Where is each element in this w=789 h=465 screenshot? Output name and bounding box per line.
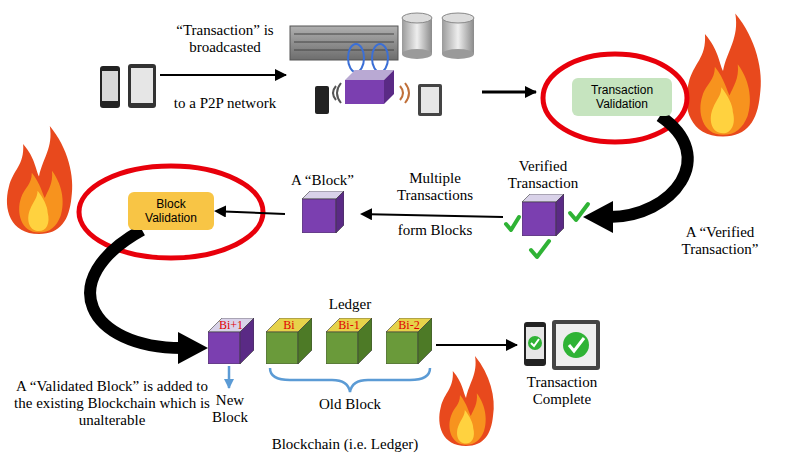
- annotation: “Transaction” is broadcasted: [160, 22, 290, 56]
- node-label: A “Block”: [285, 172, 360, 189]
- annotation: Multiple Transactions: [385, 170, 485, 204]
- annotation: Blockchain (i.e. Ledger): [250, 436, 440, 453]
- complete-arrow: [436, 344, 517, 346]
- flow-arrow: [370, 214, 503, 217]
- new-block-pointer: [228, 366, 231, 388]
- node-label: Transaction Validation: [576, 83, 668, 111]
- ledger-block: Bi-1: [326, 318, 372, 364]
- ledger-block: Bi+1: [208, 318, 254, 364]
- flow-arrow: [224, 211, 285, 214]
- p2p-network: [290, 13, 474, 116]
- node-label: Block Validation: [132, 197, 210, 225]
- annotation: Ledger: [310, 296, 390, 313]
- ledger-block: Bi-2: [386, 318, 432, 364]
- complete-devices: [524, 320, 600, 370]
- annotation-text: Old Block: [312, 396, 388, 413]
- annotation-text: Transaction Complete: [512, 374, 612, 408]
- block-cube: [522, 194, 564, 236]
- annotation-text: A “Verified Transaction”: [665, 224, 775, 258]
- annotation: Old Block: [312, 396, 388, 413]
- process-box: Block Validation: [128, 192, 214, 230]
- annotation: A “Verified Transaction”: [665, 224, 775, 258]
- block-node: A “Block”: [285, 172, 360, 233]
- process-box: Transaction Validation: [572, 78, 672, 116]
- fire-icon: [686, 14, 760, 137]
- flow-arrow-curved: [609, 116, 688, 217]
- annotation: to a P2P network: [160, 95, 290, 112]
- broadcast-arrow: [160, 74, 286, 76]
- annotation-text: to a P2P network: [160, 95, 290, 112]
- block-label: Bi+1: [208, 318, 254, 332]
- block-label: Bi-2: [386, 318, 432, 332]
- annotation: A “Validated Block” is added to the exis…: [14, 378, 210, 429]
- annotation-text: Blockchain (i.e. Ledger): [250, 436, 440, 453]
- annotation-text: Multiple Transactions: [385, 170, 485, 204]
- old-block-brace: [270, 368, 430, 392]
- annotation-text: A “Validated Block” is added to the exis…: [14, 378, 210, 429]
- block-label: Bi: [266, 318, 312, 332]
- flow-arrow: [482, 91, 536, 94]
- highlight-ellipse: [543, 54, 687, 142]
- ledger-block: Bi: [266, 318, 312, 364]
- flow-arrow-curved: [90, 230, 182, 348]
- block-label: Bi-1: [326, 318, 372, 332]
- annotation-text: “Transaction” is broadcasted: [160, 22, 290, 56]
- annotation-text: form Blocks: [385, 222, 485, 239]
- fire-icon: [7, 126, 72, 234]
- block-cube: [302, 191, 344, 233]
- sender-devices: [100, 64, 156, 108]
- annotation: Transaction Complete: [512, 374, 612, 408]
- block-node: Verified Transaction: [503, 158, 583, 236]
- node-label: Verified Transaction: [503, 158, 583, 192]
- fire-icon: [439, 356, 493, 446]
- annotation: form Blocks: [385, 222, 485, 239]
- annotation-text: Ledger: [310, 296, 390, 313]
